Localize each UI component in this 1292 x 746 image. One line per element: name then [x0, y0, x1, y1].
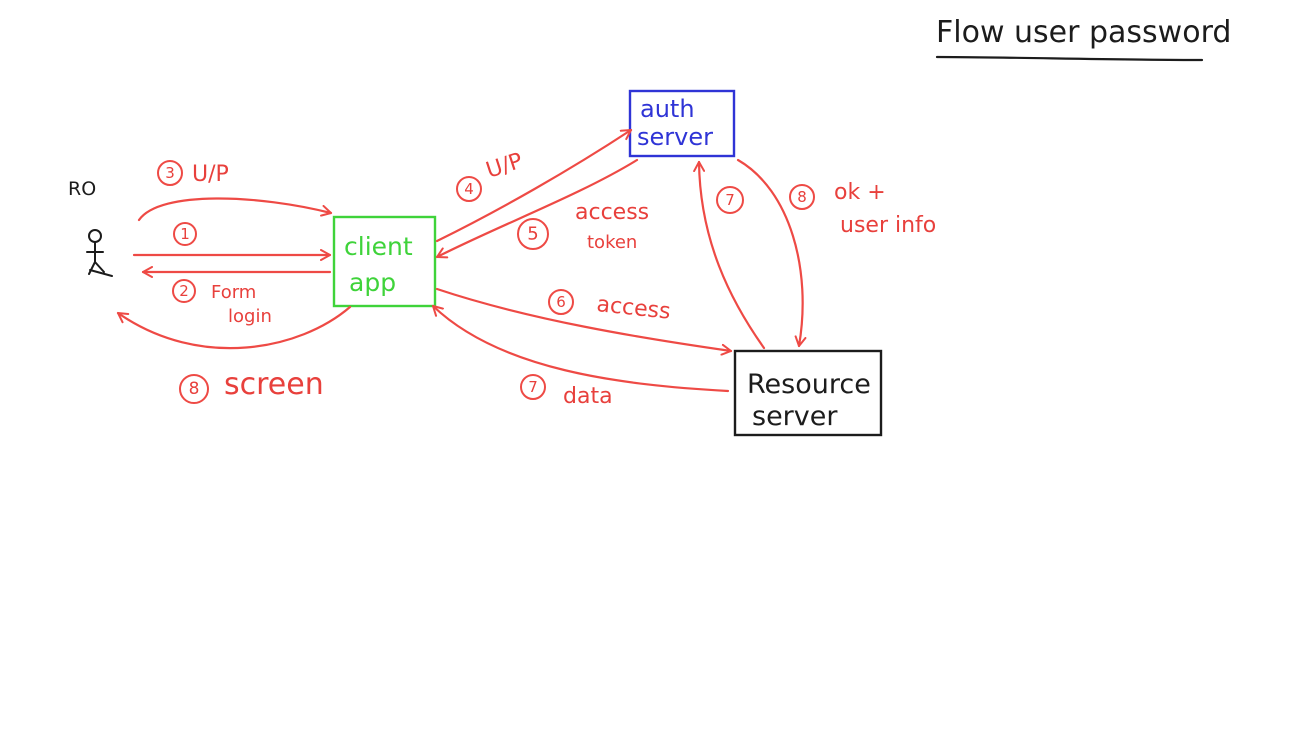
step-2-number: 2	[179, 282, 189, 300]
diagram-title: Flow user password	[935, 15, 1231, 62]
step-5-label-2: token	[587, 232, 637, 253]
step-7b-arrow: 7 data	[431, 304, 730, 409]
step-6-number: 6	[556, 293, 566, 311]
auth-server-box	[628, 89, 736, 158]
step-5-label: access	[575, 200, 649, 225]
step-3-number: 3	[165, 164, 175, 182]
step-2-label: Form	[211, 282, 256, 303]
client-app-box	[332, 215, 437, 308]
auth-server-line1: auth	[640, 95, 695, 123]
step-4-label: U/P	[483, 149, 526, 184]
step-1-number: 1	[180, 225, 190, 243]
step-8a-number: 8	[797, 188, 807, 206]
step-3-arrow: 3 U/P	[137, 160, 333, 222]
title-underline	[935, 55, 1204, 62]
step-5-number: 5	[527, 224, 538, 245]
step-8b-arrow: 8 screen	[116, 305, 352, 404]
step-7a-number: 7	[725, 191, 735, 209]
resource-server-line2: server	[752, 401, 838, 432]
resource-server-node: Resource server	[733, 349, 883, 437]
step-8b-label: screen	[224, 367, 324, 402]
step-8a-label-2: user info	[840, 213, 936, 238]
step-2-arrow: 2 Form login	[141, 266, 332, 327]
auth-server-node: auth server	[628, 89, 736, 158]
step-8a-arrow: 8 ok + user info	[736, 158, 936, 348]
step-7b-number: 7	[528, 378, 538, 396]
resource-server-box	[733, 349, 883, 437]
step-6-label: access	[595, 292, 671, 325]
resource-server-line1: Resource	[747, 369, 871, 400]
step-4-number: 4	[464, 180, 474, 198]
step-8b-number: 8	[189, 379, 200, 399]
actor-ro: RO	[68, 178, 113, 277]
client-app-line2: app	[349, 268, 396, 297]
stick-figure-icon	[86, 229, 113, 277]
step-8a-label: ok +	[834, 180, 886, 205]
title-text: Flow user password	[936, 15, 1231, 50]
client-app-line1: client	[344, 232, 413, 261]
step-1-arrow: 1	[132, 222, 332, 261]
step-5-arrow: 5 access token	[435, 158, 649, 259]
step-7b-label: data	[563, 384, 613, 409]
client-app-node: client app	[332, 215, 437, 308]
actor-label: RO	[68, 178, 96, 200]
auth-server-line2: server	[637, 123, 713, 151]
step-6-arrow: 6 access	[435, 287, 733, 356]
step-7a-arrow: 7	[693, 160, 766, 350]
step-2-label-2: login	[228, 306, 272, 327]
step-3-label: U/P	[192, 162, 229, 187]
